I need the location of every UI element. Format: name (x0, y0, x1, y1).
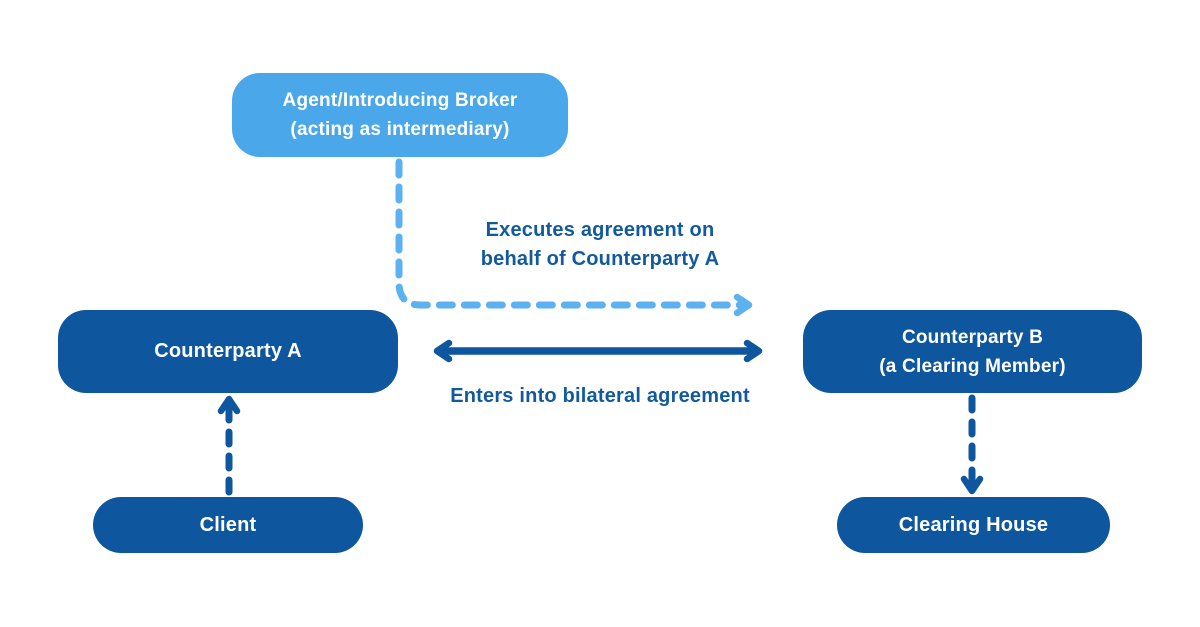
node-client-label: Client (199, 513, 257, 536)
executes-agreement-label: Executes agreement on behalf of Counterp… (420, 216, 780, 274)
node-clearing-house-label: Clearing House (898, 513, 1049, 536)
node-counterparty-a: Counterparty A (58, 310, 398, 393)
node-counterparty-b: Counterparty B (a Clearing Member) (803, 310, 1142, 393)
node-agent-introducing-broker: Agent/Introducing Broker (acting as inte… (232, 73, 568, 157)
bilateral-agreement-label: Enters into bilateral agreement (450, 385, 750, 407)
node-counterparty-b-label-line1: Counterparty B (901, 326, 1044, 348)
node-client: Client (93, 497, 363, 553)
executes-agreement-label-line2: behalf of Counterparty A (480, 248, 720, 270)
node-agent-label-line1: Agent/Introducing Broker (282, 90, 518, 111)
executes-agreement-label-line1: Executes agreement on (485, 219, 715, 241)
node-counterparty-b-label-line2: (a Clearing Member) (879, 355, 1066, 377)
node-agent-label-line2: (acting as intermediary) (290, 119, 510, 140)
node-clearing-house: Clearing House (837, 497, 1110, 553)
node-counterparty-a-label: Counterparty A (154, 340, 302, 362)
